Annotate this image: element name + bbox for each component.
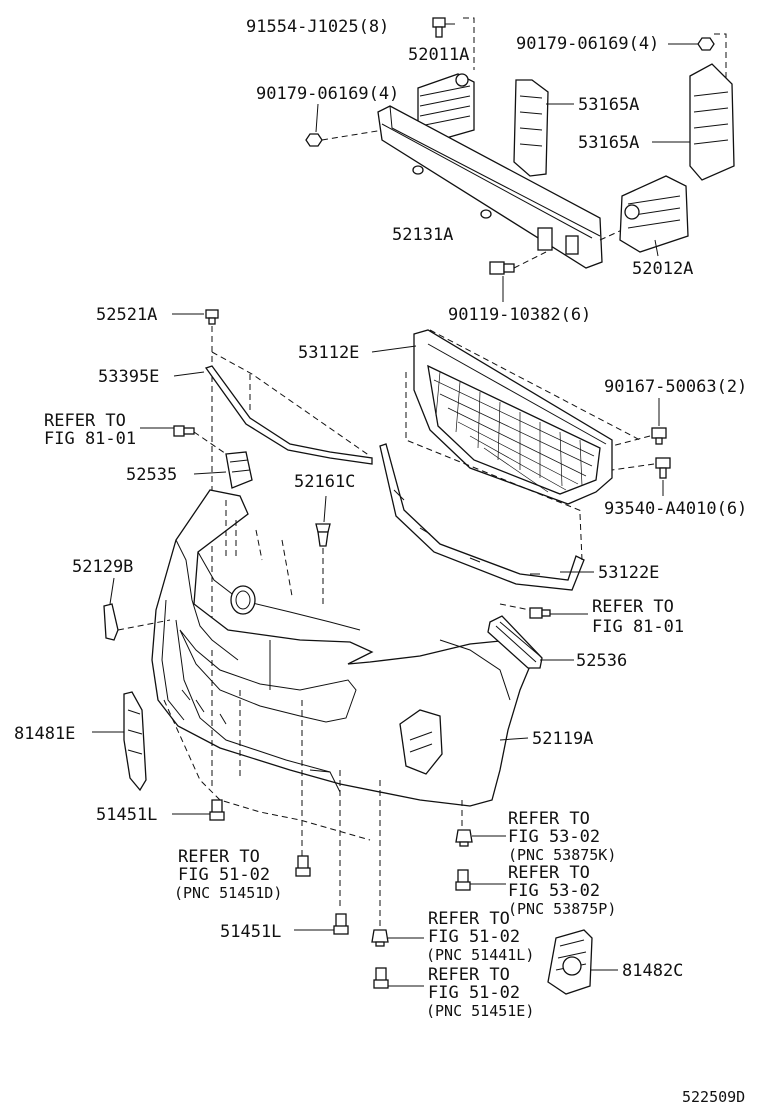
- grille-group: [140, 309, 671, 640]
- label-52129b: 52129B: [72, 557, 133, 577]
- label-52535: 52535: [126, 465, 177, 485]
- bracket-53165a-right-shape: [689, 63, 735, 181]
- bracket-52012a-shape: [619, 175, 689, 253]
- label-ref-5302-k-line1: REFER TO: [508, 809, 590, 829]
- bracket-81481e-shape: [123, 691, 147, 792]
- screw-ref-53875p-icon: [455, 869, 471, 891]
- grille-53112e-shape: [413, 329, 613, 505]
- clip-52521a-icon: [205, 309, 219, 325]
- label-ref-5102-l-line3: (PNC 51441L): [426, 946, 534, 964]
- label-81482c: 81482C: [622, 961, 683, 981]
- label-93540: 93540-A4010(6): [604, 499, 747, 519]
- bolt-90119-icon: [489, 261, 515, 275]
- bolt-90167-icon: [651, 427, 667, 445]
- label-ref-5102-e-line2: FIG 51-02: [428, 983, 520, 1003]
- label-51451l-upper: 51451L: [96, 805, 157, 825]
- label-52521a: 52521A: [96, 305, 157, 325]
- label-ref-8101-upper-line1: REFER TO: [44, 411, 126, 431]
- label-ref-5302-k-line2: FIG 53-02: [508, 827, 600, 847]
- label-ref-5102-d-line2: FIG 51-02: [178, 865, 270, 885]
- label-ref-5302-p-line1: REFER TO: [508, 863, 590, 883]
- bracket-53165a-left-shape: [513, 79, 549, 177]
- moulding-53395e-shape: [204, 365, 373, 465]
- bumper-cover-group: [92, 489, 618, 995]
- bumper-cover-52119a-shape: [151, 489, 531, 807]
- moulding-53122e-shape: [379, 443, 585, 591]
- label-52119a: 52119A: [532, 729, 593, 749]
- label-ref-5102-d-line3: (PNC 51451D): [174, 884, 282, 902]
- screw-ref-51451d-icon: [295, 855, 311, 877]
- label-90179-left: 90179-06169(4): [256, 84, 399, 104]
- reinforcement-group: [305, 17, 735, 302]
- label-52012a: 52012A: [632, 259, 693, 279]
- label-90179-right: 90179-06169(4): [516, 34, 659, 54]
- nut-90179-left-icon: [305, 133, 323, 147]
- label-ref-5102-e-line3: (PNC 51451E): [426, 1002, 534, 1020]
- reinforcement-beam-52131a-shape: [377, 105, 603, 269]
- bolt-ref-8101-upper-icon: [173, 425, 195, 437]
- clip-ref-51441l-icon: [371, 929, 389, 947]
- label-ref-5302-p-line2: FIG 53-02: [508, 881, 600, 901]
- diagram-code: 522509D: [682, 1088, 745, 1106]
- clip-52161c-icon: [315, 523, 331, 547]
- label-ref-5302-k-line3: (PNC 53875K): [508, 846, 616, 864]
- label-91554: 91554-J1025(8): [246, 17, 389, 37]
- nut-90179-right-icon: [697, 37, 715, 51]
- screw-51451l-upper-icon: [209, 799, 225, 821]
- part-labels: 91554-J1025(8) 52011A 90179-06169(4) 901…: [14, 17, 747, 1106]
- label-ref-5102-l-line1: REFER TO: [428, 909, 510, 929]
- label-ref-5302-p-line3: (PNC 53875P): [508, 900, 616, 918]
- label-90119: 90119-10382(6): [448, 305, 591, 325]
- label-ref-5102-e-line1: REFER TO: [428, 965, 510, 985]
- bolt-93540-icon: [655, 457, 671, 479]
- clip-ref-53875k-icon: [455, 829, 473, 847]
- label-52161c: 52161C: [294, 472, 355, 492]
- label-ref-5102-l-line2: FIG 51-02: [428, 927, 520, 947]
- screw-51451l-lower-icon: [333, 913, 349, 935]
- label-90167: 90167-50063(2): [604, 377, 747, 397]
- label-ref-8101-lower-line1: REFER TO: [592, 597, 674, 617]
- label-52011a: 52011A: [408, 45, 469, 65]
- bracket-52011a-shape: [417, 73, 475, 143]
- label-ref-5102-d-line1: REFER TO: [178, 847, 260, 867]
- screw-ref-51451e-icon: [373, 967, 389, 989]
- cover-52129b-shape: [103, 603, 119, 641]
- label-52131a: 52131A: [392, 225, 453, 245]
- bracket-52535-shape: [225, 451, 253, 489]
- bolt-ref-8101-lower-icon: [529, 607, 551, 619]
- fog-cover-81482c-shape: [547, 929, 593, 995]
- label-52536: 52536: [576, 651, 627, 671]
- label-ref-8101-upper-line2: FIG 81-01: [44, 429, 136, 449]
- label-53395e: 53395E: [98, 367, 159, 387]
- label-ref-8101-lower-line2: FIG 81-01: [592, 617, 684, 637]
- label-51451l-lower: 51451L: [220, 922, 281, 942]
- label-53165a-lower: 53165A: [578, 133, 639, 153]
- label-53112e: 53112E: [298, 343, 359, 363]
- label-81481e: 81481E: [14, 724, 75, 744]
- bolt-91554-icon: [432, 17, 446, 38]
- label-53165a-upper: 53165A: [578, 95, 639, 115]
- bracket-52536-shape: [487, 615, 543, 669]
- label-53122e: 53122E: [598, 563, 659, 583]
